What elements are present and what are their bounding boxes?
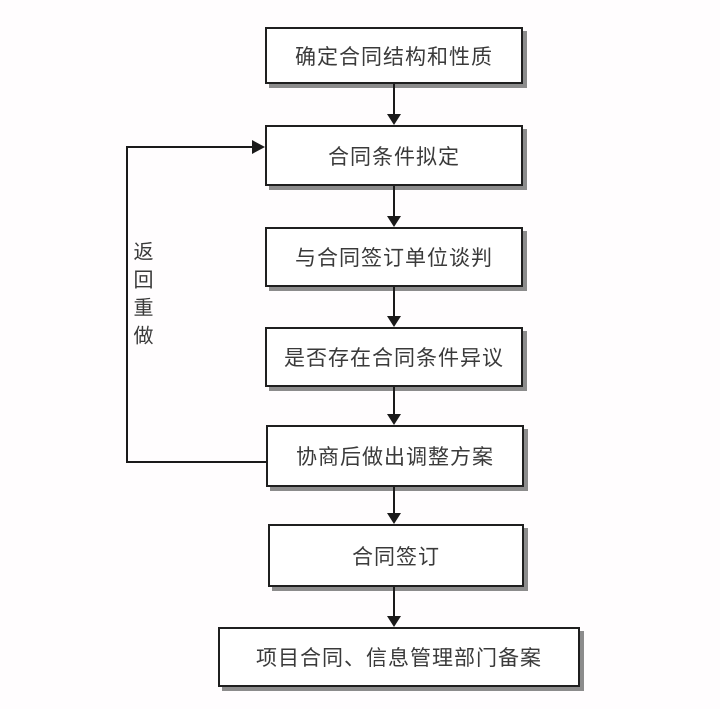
flow-node-draft-conditions: 合同条件拟定 xyxy=(265,125,523,186)
arrow-shaft xyxy=(393,587,395,617)
arrow-head-down-icon xyxy=(387,414,401,425)
arrow-shaft xyxy=(393,287,395,317)
arrow-head-down-icon xyxy=(387,316,401,327)
arrow-down-n1-n2 xyxy=(387,84,401,125)
feedback-loop-vertical-segment xyxy=(126,147,128,463)
arrow-down-n4-n5 xyxy=(387,387,401,425)
arrow-shaft xyxy=(393,387,395,415)
feedback-loop-top-segment xyxy=(126,146,253,148)
flow-node-condition-objection-check: 是否存在合同条件异议 xyxy=(265,327,523,387)
arrow-down-n5-n6 xyxy=(387,487,401,524)
arrow-head-right-icon xyxy=(252,140,265,154)
arrow-down-n2-n3 xyxy=(387,186,401,227)
flow-node-contract-signing: 合同签订 xyxy=(268,524,524,587)
arrow-down-n6-n7 xyxy=(387,587,401,627)
arrow-shaft xyxy=(393,487,395,514)
feedback-loop-bottom-segment xyxy=(126,461,267,463)
arrow-head-down-icon xyxy=(387,616,401,627)
feedback-loop-label: 返回重做 xyxy=(130,241,154,353)
arrow-shaft xyxy=(393,186,395,217)
arrow-head-down-icon xyxy=(387,513,401,524)
arrow-head-down-icon xyxy=(387,114,401,125)
flow-node-adjustment-plan: 协商后做出调整方案 xyxy=(266,425,524,487)
arrow-down-n3-n4 xyxy=(387,287,401,327)
flow-node-department-filing: 项目合同、信息管理部门备案 xyxy=(218,627,580,687)
arrow-head-down-icon xyxy=(387,216,401,227)
arrow-shaft xyxy=(393,84,395,115)
flow-node-negotiate-with-signer: 与合同签订单位谈判 xyxy=(265,227,523,287)
flow-node-determine-structure: 确定合同结构和性质 xyxy=(265,27,523,84)
